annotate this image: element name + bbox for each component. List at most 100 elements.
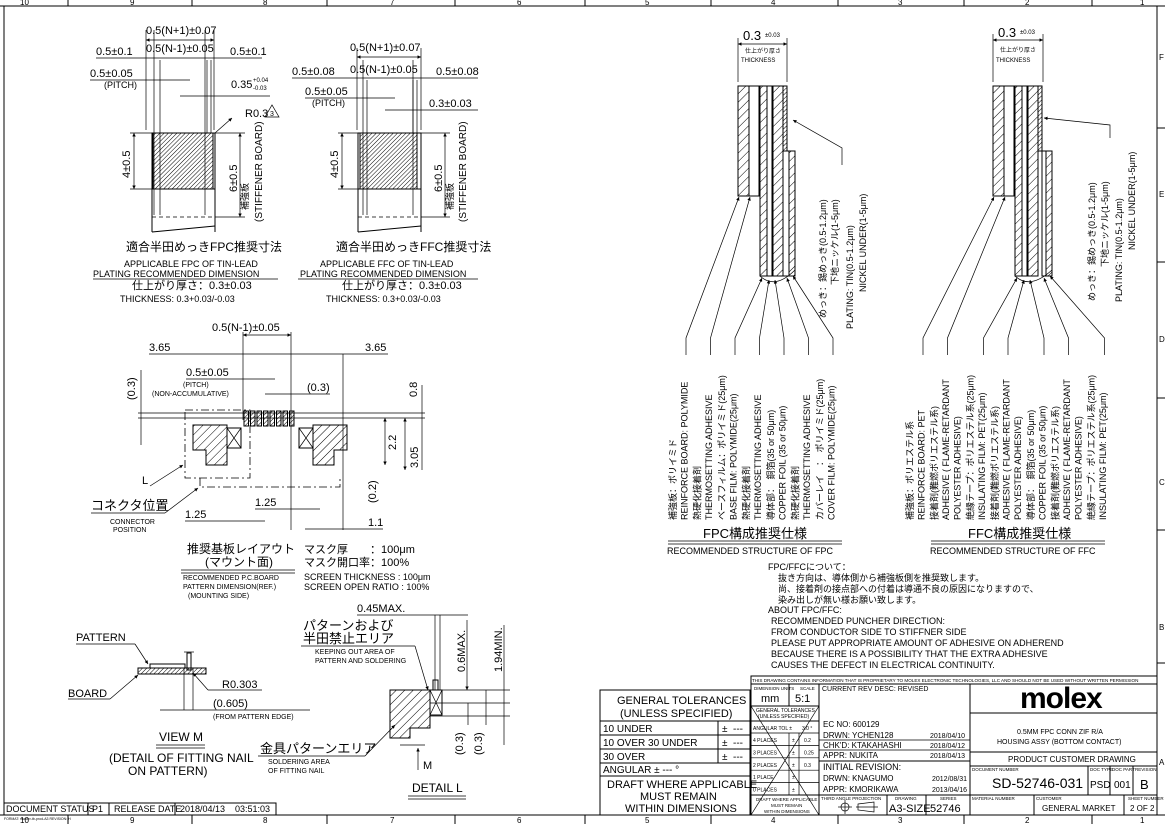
pcb-dim-125a: 1.25 <box>255 497 276 509</box>
revision-triangle-icon <box>264 104 280 118</box>
fpc-overall-dim: 0.5(N+1)±0.07 <box>146 25 217 37</box>
ffc-struct-title-en: RECOMMENDED STRUCTURE OF FFC <box>930 546 1096 556</box>
ffc-plating-4: NICKEL UNDER(1-5μm) <box>1127 152 1137 250</box>
ec-no: EC NO: 600129 <box>823 720 880 729</box>
zone-label-bottom: 2 <box>1025 816 1030 824</box>
pcb-title-en-2: PATTERN DIMENSION(REF.) <box>183 584 276 591</box>
ffc-plating-1: めっき：錫めっき(0.5-1.2μm) <box>1086 182 1097 301</box>
pcb-dim-125b: 1.25 <box>185 509 206 521</box>
ffc-struct-thickness-en: THICKNESS <box>996 58 1030 64</box>
mask-thickness-en: SCREEN THICKNESS : 100μm <box>304 572 431 582</box>
release-date-label: RELEASE DATE <box>114 804 181 814</box>
solder-area-en-2: OF FITTING NAIL <box>268 768 324 775</box>
layer-label: REINFORCE BOARD: PET <box>917 409 927 520</box>
view-m-pattern-label: PATTERN <box>76 632 126 644</box>
init-appr: APPR: KMORIKAWA <box>823 785 899 794</box>
ffc-struct-tol: ±0.03 <box>1020 30 1036 36</box>
ffc-pitch-label: (PITCH) <box>312 98 345 108</box>
layer-label: 絶縁テープ：ポリエステル系(25μm) <box>965 375 976 520</box>
initial-revision: INITIAL REVISION: <box>823 762 901 772</box>
fpc-radius: R0.3 <box>245 108 268 120</box>
fpc-inner-dim: 0.5(N-1)±0.05 <box>146 43 214 55</box>
zone-label-top: 8 <box>263 0 268 7</box>
leader-line <box>759 279 771 355</box>
pcb-right-offset: 3.65 <box>365 342 386 354</box>
pcb-pad <box>276 410 282 427</box>
layer-label: COPPER FOIL (35 or 50μm) <box>1038 406 1048 520</box>
ffc-struct-thickness: 0.3 <box>998 25 1016 40</box>
pcb-layout: 0.5(N-1)±0.05 3.65 3.65 0.5±0.05 (PITCH)… <box>91 322 431 600</box>
layer-label: 補強板：ポリエステル系 <box>904 421 915 520</box>
fpc-struct-thickness: 0.3 <box>743 28 761 43</box>
pcb-dim-22: 2.2 <box>387 435 399 450</box>
layer-label: 補強板：ポリイミド <box>667 439 678 520</box>
tb-place-label: 0 PLACES <box>753 788 778 794</box>
zone-label-top: 6 <box>517 0 522 7</box>
layer-label: POLYESTER ADHESIVE) <box>953 416 963 520</box>
zone-label-top: 5 <box>645 0 650 7</box>
layer-label: INSULATING FILM: PET(25μm) <box>977 392 987 520</box>
ffc-title-en-2: PLATING RECOMMENDED DIMENSION <box>300 269 466 279</box>
ffc-plating-3: PLATING: TIN(0.5-1.2μm) <box>1114 198 1124 302</box>
tol-draft-3: WITHIN DIMENSIONS <box>625 803 737 815</box>
leader-line <box>1029 279 1045 355</box>
fpc-conductor-width: 0.35 <box>231 79 252 91</box>
fpc-height-stiffener: 6±0.5 <box>228 165 240 192</box>
connector-position-en-2: POSITION <box>113 527 146 534</box>
tb-gt-2: (UNLESS SPECIFIED) <box>758 714 809 720</box>
view-m-offset: (0.605) <box>213 698 248 710</box>
layer-label: ベースフィルム：ポリイミド(25μm) <box>717 375 727 520</box>
view-m-offset-note: (FROM PATTERN EDGE) <box>213 714 294 721</box>
pcb-dim-11: 1.1 <box>368 517 383 529</box>
tb-place-val: 0.3 <box>804 763 811 769</box>
customer-label: CUSTOMER <box>1036 796 1062 801</box>
pcb-left-offset: 3.65 <box>149 342 170 354</box>
material-label: MATERIAL NUMBER <box>972 796 1016 801</box>
tol-draft-1: DRAFT WHERE APPLICABLE <box>607 779 757 791</box>
pcb-pad-width: (0.3) <box>307 382 330 394</box>
title-block: THIS DRAWING CONTAINS INFORMATION THAT I… <box>750 675 1164 816</box>
tb-place-label: 4 PLACES <box>753 738 778 744</box>
scale-value: 5:1 <box>795 693 810 705</box>
fpc-title-en-1: APPLICABLE FPC OF TIN-LEAD <box>124 259 258 269</box>
notes-en-1: RECOMMENDED PUNCHER DIRECTION: <box>771 616 945 626</box>
zone-label-top: 9 <box>130 0 135 7</box>
view-m-radius: R0.303 <box>222 679 257 691</box>
fpc-pitch-dim: 0.5±0.05 <box>90 68 133 80</box>
view-m-board-label: BOARD <box>68 688 107 700</box>
layer-label: 導体部： 銅箔(35 or 50μm) <box>1025 410 1036 520</box>
zone-label-bottom: 7 <box>390 816 395 824</box>
fpc-plating-3: PLATING: TIN(0.5-1.2μm) <box>845 225 855 329</box>
notes-en-2: FROM CONDUCTOR SIDE TO STIFFNER SIDE <box>771 627 967 637</box>
pcb-title-en-1: RECOMMENDED P.C.BOARD <box>183 575 279 582</box>
fpc-struct-tol: ±0.03 <box>765 33 781 39</box>
layer-label: POLYESTER ADHESIVE) <box>1013 416 1023 520</box>
general-tolerances-table: GENERAL TOLERANCES (UNLESS SPECIFIED) 10… <box>599 689 757 816</box>
rev-desc: CURRENT REV DESC: REVISED <box>822 686 928 693</box>
layer-label: ADHESIVE ( FLAME-RETARDANT <box>941 379 951 520</box>
fpc-plating-4: NICKEL UNDER(1-5μm) <box>858 194 868 292</box>
pcb-pad <box>250 410 256 427</box>
layer-label: COVER FILM: POLYMIDE(25μm) <box>827 385 837 520</box>
tol-draft-2: MUST REMAIN <box>640 791 717 803</box>
zone-label-bottom: 4 <box>771 816 776 824</box>
zone-label-bottom: 9 <box>130 816 135 824</box>
leader-line <box>1049 275 1105 355</box>
chkd: CHK'D: KTAKAHASHI <box>823 741 902 750</box>
tb-ang-tol: ANGULAR TOL ± <box>753 726 792 732</box>
series: 52746 <box>930 803 961 815</box>
zone-label-bottom: 6 <box>517 816 522 824</box>
connector-position-jp: コネクタ位置 <box>91 498 168 513</box>
pcb-left-gap: (0.3) <box>126 377 138 400</box>
fpc-structure: 0.3 ±0.03 仕上がり厚さ THICKNESS めっき：錫めっき(0.5-… <box>667 28 868 556</box>
series-label: SERIES <box>940 796 957 801</box>
zone-label-top: 4 <box>771 0 776 7</box>
doc-status-value: P1 <box>92 804 103 814</box>
dim-units-label: DIMENSION UNITS <box>754 686 794 691</box>
detail-l-06max: 0.6MAX. <box>456 630 468 672</box>
tol-row-val: --- <box>733 738 743 749</box>
detail-l-194min: 1.94MIN. <box>493 627 505 672</box>
pcb-pad <box>256 410 262 427</box>
zone-label-right: E <box>1159 190 1164 199</box>
